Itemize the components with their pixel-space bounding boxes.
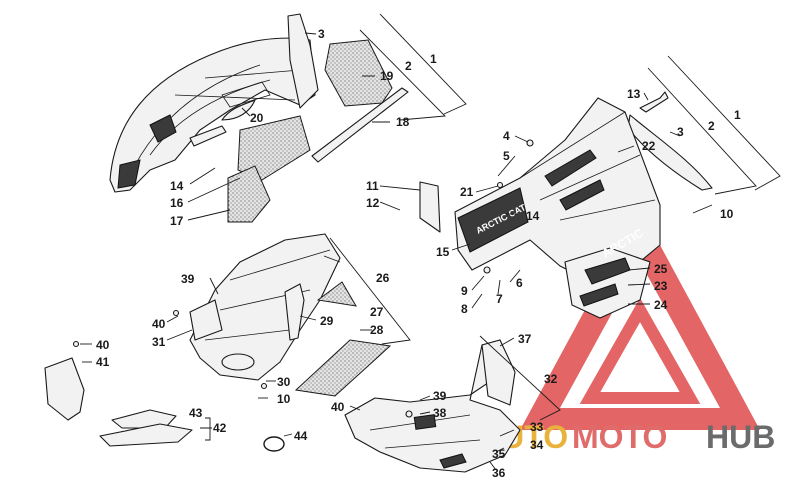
nose-pan [344,339,521,473]
strip-28 [294,339,392,397]
callouts: 1 2 3 19 18 20 14 16 17 13 1 2 3 4 5 22 … [96,27,741,480]
callout-2-right: 2 [708,119,715,133]
callout-19: 19 [380,69,394,83]
side-panel-main [454,97,661,283]
callout-34: 34 [530,438,544,452]
callout-12: 12 [366,196,380,210]
foam-pad-16 [237,115,311,181]
guard-41 [44,357,85,421]
callout-43: 43 [189,406,203,420]
o-ring-44 [263,436,285,452]
hood-assembly [109,13,409,223]
callout-4: 4 [503,129,510,143]
nose-vent-37 [481,339,516,406]
callout-39-left: 39 [181,272,195,286]
callout-25: 25 [654,262,668,276]
callout-10-left: 10 [277,392,291,406]
nose-assembly [344,339,521,473]
callout-37: 37 [518,332,532,346]
callout-39-nose: 39 [433,389,447,403]
bracket-42 [99,423,193,447]
hood-decal-20 [221,99,256,121]
callout-1-top: 1 [430,52,437,66]
callout-21: 21 [460,185,474,199]
side-panel-3 [627,114,713,191]
side-clip-11 [419,181,441,233]
callout-17: 17 [170,214,184,228]
callout-7: 7 [496,292,503,306]
callout-13: 13 [627,87,641,101]
windshield [287,13,319,109]
callout-24: 24 [654,298,668,312]
leader-lines [80,13,781,471]
callout-33: 33 [530,420,544,434]
foam-pad-17 [227,165,271,223]
bracket-13 [639,91,669,113]
callout-3-right: 3 [677,125,684,139]
callout-2-top: 2 [405,59,412,73]
trim-strip-18 [311,87,409,163]
callout-32: 32 [544,372,558,386]
callout-42: 42 [213,421,227,435]
callout-20: 20 [250,111,264,125]
callout-31: 31 [152,335,166,349]
callout-1-right: 1 [734,108,741,122]
callout-6: 6 [516,276,523,290]
decal-38 [413,414,437,430]
callout-29: 29 [320,314,334,328]
callout-36: 36 [492,466,506,480]
callout-3-top: 3 [318,27,325,41]
foam-27 [316,281,357,307]
callout-10-right: 10 [720,207,734,221]
callout-28: 28 [370,323,384,337]
callout-9: 9 [461,284,468,298]
bracket-31 [189,299,223,341]
callout-14-left: 14 [170,179,184,193]
callout-35: 35 [492,447,506,461]
callout-44: 44 [294,429,308,443]
callout-26: 26 [376,271,390,285]
callout-41: 41 [96,355,110,369]
callout-5: 5 [503,149,510,163]
watermark-hub: HUB [706,419,775,455]
callout-40-left: 40 [152,317,166,331]
callout-40-nose: 40 [331,400,345,414]
brand-decal [457,187,529,253]
callout-30: 30 [277,375,291,389]
console-assembly [172,233,392,397]
callout-23: 23 [654,279,668,293]
callout-14-right: 14 [526,209,540,223]
callout-38: 38 [433,406,447,420]
callout-15: 15 [436,245,450,259]
callout-27: 27 [370,305,384,319]
post-29 [284,283,305,341]
callout-22: 22 [642,139,656,153]
side-panel-assembly: ARCTIC CAT ARCTIC [419,91,713,319]
callout-18: 18 [396,115,410,129]
hood-shell [109,37,316,193]
watermark-moto: MOTO [572,419,667,455]
callout-8: 8 [461,302,468,316]
small-parts [44,340,285,452]
callout-40-small: 40 [96,338,110,352]
callout-16: 16 [170,196,184,210]
callout-11: 11 [366,179,379,193]
